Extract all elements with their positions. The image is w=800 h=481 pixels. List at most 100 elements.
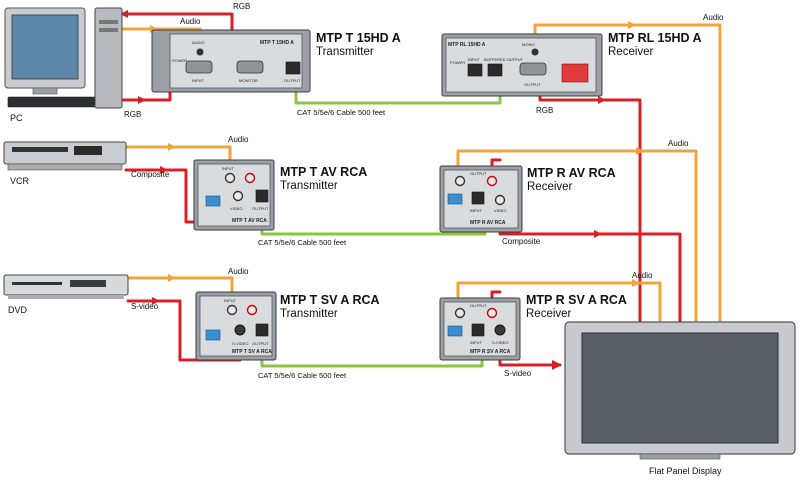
rx15-subtitle: Receiver bbox=[608, 46, 654, 58]
rxav-subtitle: Receiver bbox=[527, 181, 573, 193]
txav-audio-l bbox=[224, 172, 236, 184]
rx15-audio-jack bbox=[531, 48, 539, 56]
rxsv-input-label: INPUT bbox=[470, 340, 483, 345]
wire-audio-rx1 bbox=[533, 23, 722, 326]
rx15-input-label: INPUT bbox=[468, 57, 481, 62]
label-cable-row3: CAT 5/5e/6 Cable 500 feet bbox=[258, 371, 347, 380]
txsv-title: MTP T SV A RCA bbox=[280, 293, 380, 307]
dvd-device: DVD bbox=[3, 274, 129, 315]
tx15-output-label: OUTPUT bbox=[284, 78, 301, 83]
rx15-panel-label: MTP RL 15HD A bbox=[448, 42, 486, 48]
vcr-base bbox=[7, 163, 123, 171]
vcr-label: VCR bbox=[10, 176, 30, 186]
rx15-output-label: OUTPUT bbox=[524, 82, 541, 87]
label-rgb-top: RGB bbox=[233, 2, 250, 11]
label-svideo-rx3: S-video bbox=[504, 369, 532, 378]
vcr-device: VCR bbox=[3, 141, 127, 186]
vcr-display bbox=[74, 146, 102, 155]
flat-panel-display: Flat Panel Display bbox=[564, 321, 796, 476]
dvd-tray bbox=[12, 282, 62, 285]
rxsv-panel-label: MTP R SV A RCA bbox=[470, 349, 511, 355]
arrow-rgb-low bbox=[138, 96, 146, 104]
pc-monitor-stand bbox=[32, 87, 58, 95]
arrow-audio-rx3 bbox=[632, 279, 640, 287]
txav-title: MTP T AV RCA bbox=[280, 165, 367, 179]
pc-drive-bay bbox=[99, 20, 118, 24]
pc-tower bbox=[94, 7, 123, 109]
rx15-power-label: POWER bbox=[450, 60, 465, 65]
rxsv-svideo-label: S-VIDEO bbox=[492, 340, 508, 345]
unit-rx-sv: OUTPUT INPUT S-VIDEO MTP R SV A RCA MTP … bbox=[439, 293, 627, 361]
tx15-power-label: POWER bbox=[172, 58, 187, 63]
txsv-input-label: INPUT bbox=[224, 298, 237, 303]
arrow-svid-rx3 bbox=[552, 360, 562, 370]
rxsv-audio-l bbox=[454, 307, 466, 319]
wire-audio-dvd bbox=[126, 276, 234, 298]
pc-device: PC bbox=[4, 7, 123, 123]
txav-output-label: OUTPUT bbox=[252, 206, 269, 211]
tx15-panel-label: MTP T 15HD A bbox=[260, 40, 294, 46]
arrow-audio-dvd bbox=[168, 274, 176, 282]
txav-video-label: VIDEO bbox=[230, 206, 242, 211]
dvd-base bbox=[8, 295, 124, 299]
txav-output-port bbox=[255, 189, 269, 203]
display-screen bbox=[581, 332, 779, 444]
txav-subtitle: Transmitter bbox=[280, 180, 338, 192]
rxsv-title: MTP R SV A RCA bbox=[526, 293, 627, 307]
txsv-svideo-jack bbox=[234, 324, 246, 336]
rx15-dip-switch bbox=[561, 63, 589, 83]
arrow-audio-vcr bbox=[168, 143, 176, 151]
rxav-output-label: OUTPUT bbox=[470, 171, 487, 176]
arrow-rgb-top bbox=[120, 10, 128, 18]
pc-keyboard bbox=[7, 96, 96, 108]
tx15-monitor-label: MONITOR bbox=[239, 78, 258, 83]
rxav-input-port bbox=[471, 191, 485, 205]
tx15-audio-jack bbox=[196, 48, 204, 56]
wire-rgb-rx1 bbox=[538, 83, 642, 326]
vcr-slot bbox=[12, 147, 68, 152]
pc-drive-bay-2 bbox=[99, 28, 118, 32]
wire-audio-rx3 bbox=[456, 281, 662, 326]
arrow-rgb-rx1 bbox=[598, 96, 606, 104]
txsv-output-label: OUTPUT bbox=[252, 341, 269, 346]
dvd-label: DVD bbox=[8, 305, 28, 315]
txsv-output-port bbox=[255, 323, 269, 337]
arrow-comp-vcr bbox=[160, 166, 168, 174]
tx15-input-label: INPUT bbox=[192, 78, 205, 83]
display-stand bbox=[639, 453, 721, 460]
tx15-input-port bbox=[185, 60, 213, 74]
unit-tx-15hd: MTP T 15HD A AUDIO POWER INPUT MONITOR O… bbox=[151, 29, 401, 93]
txsv-audio-l bbox=[226, 304, 238, 316]
rxav-video-label: VIDEO bbox=[494, 208, 506, 213]
txav-panel-label: MTP T AV RCA bbox=[232, 218, 267, 224]
label-cable-row1: CAT 5/5e/6 Cable 500 feet bbox=[297, 108, 386, 117]
pc-label: PC bbox=[10, 113, 23, 123]
unit-tx-av: INPUT VIDEO OUTPUT MTP T AV RCA MTP T AV… bbox=[193, 159, 367, 231]
tx15-title: MTP T 15HD A bbox=[316, 31, 401, 45]
rxsv-switch bbox=[447, 325, 463, 337]
label-composite-rx2: Composite bbox=[502, 237, 541, 246]
wire-audio-vcr bbox=[124, 145, 232, 166]
txav-audio-r bbox=[244, 172, 256, 184]
rx15-mono-label: MONO bbox=[522, 42, 534, 47]
rxsv-input-port bbox=[471, 323, 485, 337]
rxav-audio-r bbox=[486, 175, 498, 187]
rxsv-output-label: OUTPUT bbox=[470, 303, 487, 308]
arrow-audio-rx1 bbox=[628, 21, 636, 29]
txsv-panel-label: MTP T SV A RCA bbox=[232, 349, 272, 355]
label-audio-rx2: Audio bbox=[668, 139, 689, 148]
rx15-buffered-port bbox=[487, 63, 503, 77]
label-audio-pc: Audio bbox=[180, 17, 201, 26]
rxav-input-label: INPUT bbox=[470, 208, 483, 213]
dvd-display bbox=[70, 280, 106, 287]
txsv-audio-r bbox=[246, 304, 258, 316]
arrow-audio-rx2 bbox=[636, 147, 644, 155]
label-audio-rx3: Audio bbox=[632, 271, 653, 280]
label-rgb-rx1: RGB bbox=[536, 106, 553, 115]
unit-tx-sv: INPUT S-VIDEO OUTPUT MTP T SV A RCA MTP … bbox=[195, 291, 380, 361]
pc-monitor-screen bbox=[11, 14, 79, 80]
rx15-output-port bbox=[519, 62, 547, 76]
txsv-svideo-label: S-VIDEO bbox=[232, 341, 248, 346]
label-audio-dvd: Audio bbox=[228, 267, 249, 276]
